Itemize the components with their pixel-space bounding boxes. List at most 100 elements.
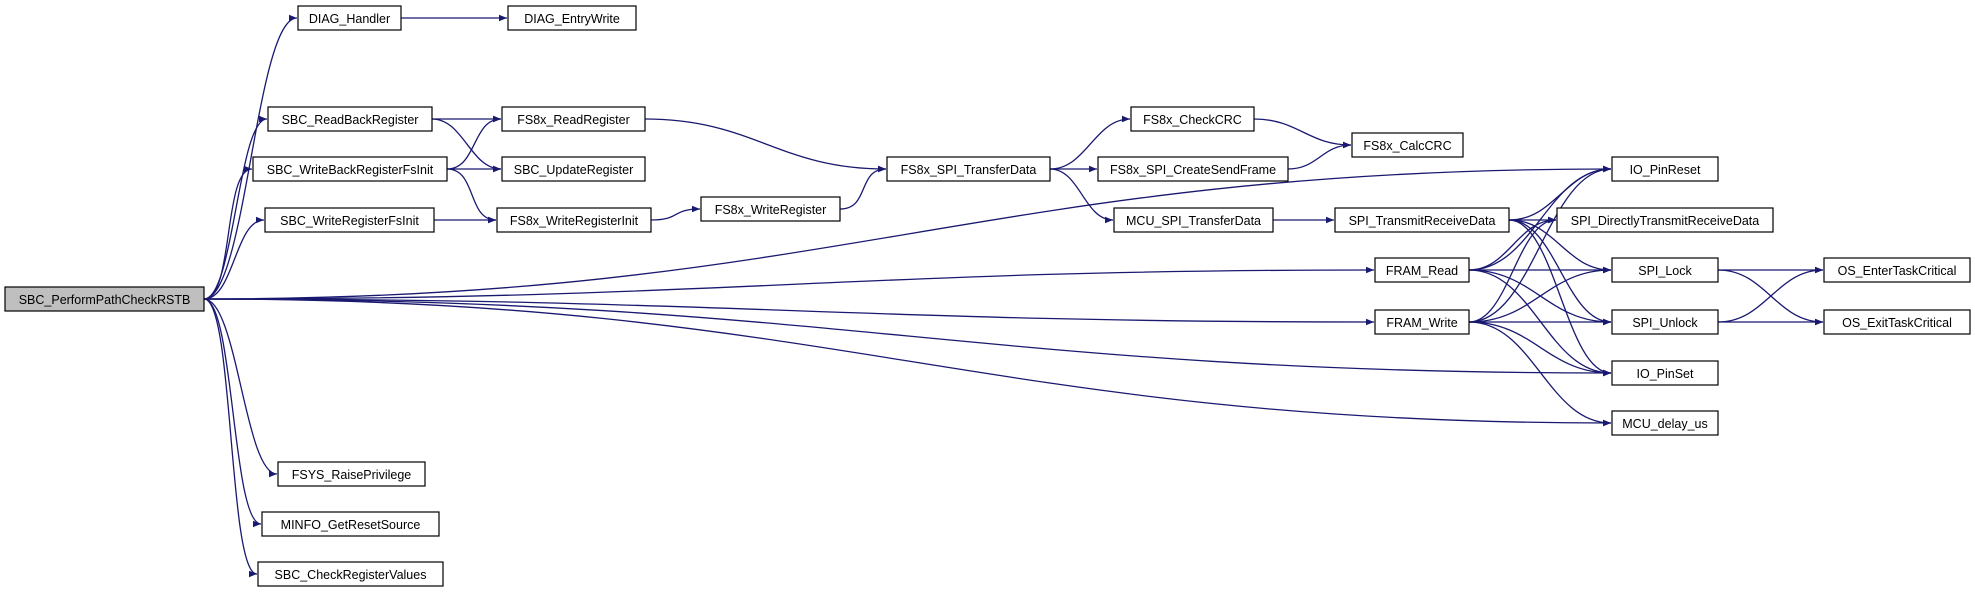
node-fsys-raise[interactable]: FSYS_RaisePrivilege [277, 461, 426, 487]
edge-root-to-diag_handler [203, 14, 298, 300]
edge-spi_txrx-to-spi_unlock [1508, 219, 1612, 326]
node-label: SBC_UpdateRegister [514, 163, 634, 177]
node-label: FS8x_ReadRegister [517, 113, 630, 127]
node-fs8x-spi-transfer[interactable]: FS8x_SPI_TransferData [886, 156, 1051, 182]
edge-fs8x_spi_transfer-to-fs8x_checkcrc [1049, 115, 1131, 170]
edge-fs8x_spi_transfer-to-mcu_spi_transfer [1049, 168, 1114, 224]
edge-fram_read-to-spi_direct [1468, 216, 1557, 271]
edge-fs8x_writereginit-to-fs8x_writereg [650, 205, 701, 221]
node-spi-txrx[interactable]: SPI_TransmitReceiveData [1334, 207, 1510, 233]
node-box [507, 5, 637, 31]
node-fram-read[interactable]: FRAM_Read [1374, 257, 1470, 283]
node-label: FS8x_CheckCRC [1143, 113, 1242, 127]
edge-root-to-sbc_checkreg [203, 298, 258, 578]
edge-spi_txrx-to-spi_lock [1508, 219, 1612, 274]
node-fram-write[interactable]: FRAM_Write [1374, 309, 1470, 335]
node-diag-handler[interactable]: DIAG_Handler [297, 5, 402, 31]
edge-root-to-io_pinset [203, 298, 1612, 377]
edge-fs8x_readreg-to-fs8x_spi_transfer [644, 118, 887, 173]
edges-layer [203, 14, 1824, 578]
node-box [496, 207, 652, 233]
node-sbc-readback[interactable]: SBC_ReadBackRegister [267, 106, 433, 132]
node-fs8x-checkcrc[interactable]: FS8x_CheckCRC [1130, 106, 1255, 132]
node-fs8x-readreg[interactable]: FS8x_ReadRegister [501, 106, 646, 132]
edge-root-to-fsys_raise [203, 298, 278, 478]
edge-spi_unlock-to-os_enter [1717, 266, 1824, 323]
node-io-pinset[interactable]: IO_PinSet [1611, 360, 1719, 386]
edge-fram_write-to-io_pinreset [1468, 165, 1612, 323]
node-box [297, 5, 402, 31]
node-os-exit[interactable]: OS_ExitTaskCritical [1823, 309, 1971, 335]
node-sbc-checkreg[interactable]: SBC_CheckRegisterValues [257, 561, 444, 587]
edge-root-to-minfo_reset [203, 298, 262, 528]
node-box [1823, 257, 1971, 283]
node-fs8x-writereg[interactable]: FS8x_WriteRegister [700, 196, 841, 222]
node-box [1611, 257, 1719, 283]
node-box [1611, 156, 1719, 182]
node-box [1611, 360, 1719, 386]
node-label: SPI_Unlock [1632, 316, 1698, 330]
node-label: OS_ExitTaskCritical [1842, 316, 1952, 330]
node-label: SPI_DirectlyTransmitReceiveData [1571, 214, 1760, 228]
node-label: SBC_WriteBackRegisterFsInit [267, 163, 434, 177]
node-box [501, 156, 646, 182]
node-label: SPI_Lock [1638, 264, 1692, 278]
node-sbc-writereg[interactable]: SBC_WriteRegisterFsInit [264, 207, 435, 233]
node-fs8x-writereginit[interactable]: FS8x_WriteRegisterInit [496, 207, 652, 233]
node-box [4, 286, 205, 312]
node-label: DIAG_Handler [309, 12, 390, 26]
node-box [1113, 207, 1274, 233]
node-root[interactable]: SBC_PerformPathCheckRSTB [4, 286, 205, 312]
node-label: FSYS_RaisePrivilege [292, 468, 412, 482]
node-spi-unlock[interactable]: SPI_Unlock [1611, 309, 1719, 335]
node-diag-entrywrite[interactable]: DIAG_EntryWrite [507, 5, 637, 31]
node-spi-direct[interactable]: SPI_DirectlyTransmitReceiveData [1556, 207, 1774, 233]
node-box [277, 461, 426, 487]
node-io-pinreset[interactable]: IO_PinReset [1611, 156, 1719, 182]
node-label: FS8x_SPI_CreateSendFrame [1110, 163, 1276, 177]
node-label: FS8x_CalcCRC [1363, 139, 1451, 153]
edge-fs8x_writereg-to-fs8x_spi_transfer [839, 165, 887, 210]
node-spi-lock[interactable]: SPI_Lock [1611, 257, 1719, 283]
edge-fs8x_createsend-to-fs8x_calccrc [1287, 141, 1352, 170]
node-box [1374, 257, 1470, 283]
edge-root-to-fram_read [203, 266, 1375, 300]
edge-spi_txrx-to-io_pinset [1508, 219, 1612, 377]
node-label: IO_PinReset [1630, 163, 1701, 177]
node-label: FS8x_SPI_TransferData [901, 163, 1037, 177]
edge-fram_write-to-spi_direct [1468, 216, 1557, 323]
node-sbc-writeback[interactable]: SBC_WriteBackRegisterFsInit [252, 156, 448, 182]
node-label: SBC_WriteRegisterFsInit [280, 214, 419, 228]
node-label: OS_EnterTaskCritical [1838, 264, 1957, 278]
edge-root-to-io_pinreset [203, 165, 1612, 300]
edge-sbc_writeback-to-fs8x_writereginit [446, 168, 497, 224]
node-box [501, 106, 646, 132]
node-label: IO_PinSet [1637, 367, 1695, 381]
edge-root-to-sbc_readback [203, 115, 268, 300]
node-label: FRAM_Read [1386, 264, 1458, 278]
node-label: FRAM_Write [1386, 316, 1457, 330]
node-label: MINFO_GetResetSource [281, 518, 421, 532]
node-sbc-updatereg[interactable]: SBC_UpdateRegister [501, 156, 646, 182]
node-minfo-reset[interactable]: MINFO_GetResetSource [261, 511, 440, 537]
node-label: FS8x_WriteRegisterInit [510, 214, 639, 228]
edge-root-to-mcu_delay [203, 298, 1612, 427]
edge-root-to-sbc_writereg [203, 216, 265, 300]
node-label: DIAG_EntryWrite [524, 12, 620, 26]
node-label: MCU_SPI_TransferData [1126, 214, 1261, 228]
node-box [1374, 309, 1470, 335]
edge-fram_write-to-mcu_delay [1468, 321, 1612, 427]
node-fs8x-createsend[interactable]: FS8x_SPI_CreateSendFrame [1097, 156, 1289, 182]
node-box [1130, 106, 1255, 132]
node-box [257, 561, 444, 587]
node-box [264, 207, 435, 233]
node-mcu-delay[interactable]: MCU_delay_us [1611, 410, 1719, 436]
node-mcu-spi-transfer[interactable]: MCU_SPI_TransferData [1113, 207, 1274, 233]
edge-fs8x_checkcrc-to-fs8x_calccrc [1253, 118, 1352, 149]
edge-sbc_readback-to-sbc_updatereg [431, 118, 502, 173]
node-label: SBC_CheckRegisterValues [275, 568, 427, 582]
node-os-enter[interactable]: OS_EnterTaskCritical [1823, 257, 1971, 283]
node-fs8x-calccrc[interactable]: FS8x_CalcCRC [1351, 132, 1464, 158]
node-label: SPI_TransmitReceiveData [1349, 214, 1496, 228]
